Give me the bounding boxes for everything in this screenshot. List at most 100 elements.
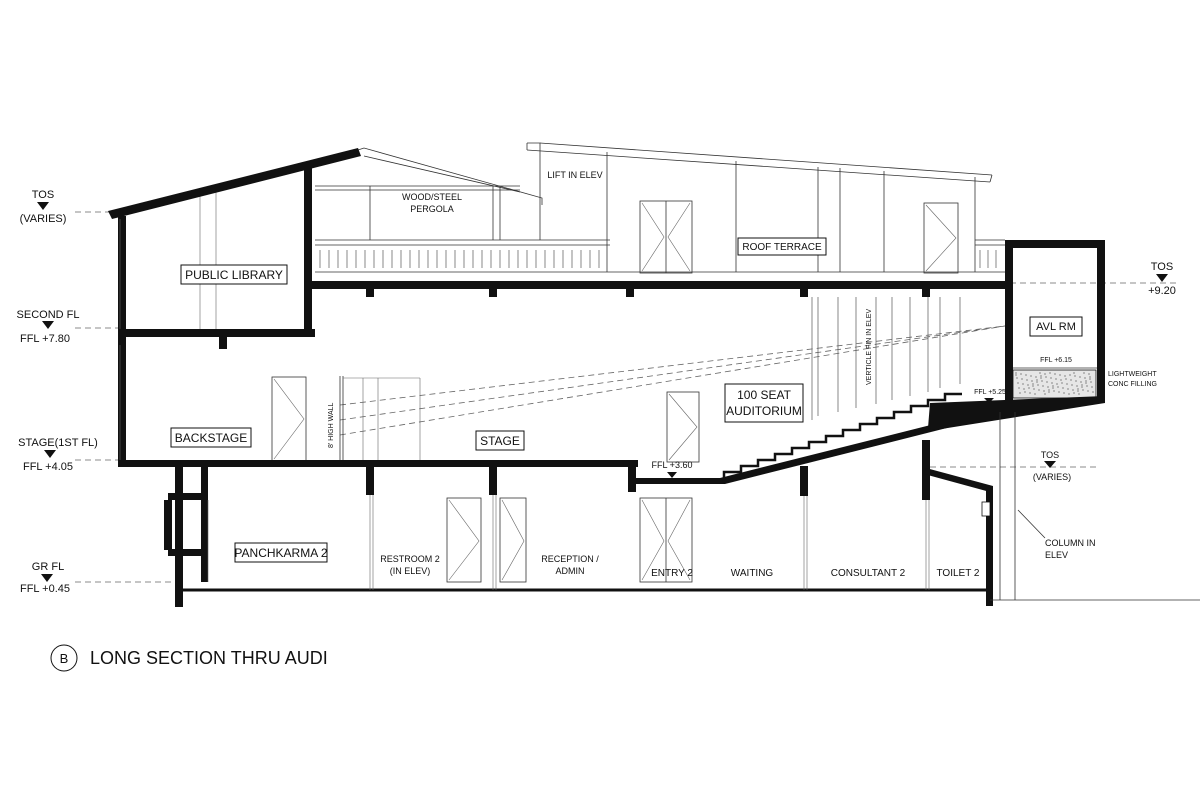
step-profile bbox=[722, 392, 962, 478]
stipple-dot bbox=[1041, 380, 1043, 382]
stipple-dot bbox=[1027, 384, 1029, 386]
level-value: FFL +4.05 bbox=[23, 461, 73, 473]
stipple-dot bbox=[1077, 388, 1079, 390]
stipple-dot bbox=[1042, 385, 1044, 387]
stipple-dot bbox=[1091, 386, 1093, 388]
svg-text:BACKSTAGE: BACKSTAGE bbox=[175, 431, 247, 445]
stipple-dot bbox=[1048, 389, 1050, 391]
level-marker-second-fl: SECOND FL FFL +7.80 bbox=[17, 309, 80, 345]
ffl-615-marker: FFL +6.15 bbox=[1013, 357, 1097, 369]
doors bbox=[271, 200, 959, 583]
level-name: STAGE(1ST FL) bbox=[18, 437, 98, 449]
stipple-dot bbox=[1045, 376, 1047, 378]
stipple-dot bbox=[1043, 390, 1045, 392]
level-value: (VARIES) bbox=[1033, 472, 1071, 482]
stipple-dot bbox=[1074, 375, 1076, 377]
stipple-dot bbox=[1061, 382, 1063, 384]
lightweight-fill bbox=[1012, 369, 1097, 399]
ffl-525-marker: FFL +5.25 bbox=[974, 389, 1006, 403]
stipple-dot bbox=[1089, 378, 1091, 380]
level-triangle-icon bbox=[667, 472, 677, 478]
door-restroom bbox=[446, 497, 482, 583]
stipple-dot bbox=[1049, 372, 1051, 374]
stipple-dot bbox=[1024, 391, 1026, 393]
level-triangle-icon bbox=[984, 398, 994, 403]
svg-text:FFL +5.25: FFL +5.25 bbox=[974, 389, 1006, 396]
stipple-dot bbox=[1055, 378, 1057, 380]
door-backstage bbox=[271, 376, 307, 462]
stipple-dot bbox=[1052, 387, 1054, 389]
waiting-label: WAITING bbox=[731, 568, 774, 579]
stipple-dot bbox=[1033, 388, 1035, 390]
stipple-dot bbox=[1028, 387, 1030, 389]
stipple-dot bbox=[1023, 388, 1025, 390]
level-marker-tos-right-bottom: TOS (VARIES) bbox=[1033, 450, 1071, 482]
column-marker bbox=[981, 501, 1046, 539]
room-stage: STAGE bbox=[475, 430, 525, 451]
svg-text:AUDITORIUM: AUDITORIUM bbox=[726, 404, 802, 418]
stipple-dot bbox=[1058, 391, 1060, 393]
restroom-label-2: (IN ELEV) bbox=[390, 566, 431, 576]
level-marker-tos-right-top: TOS +9.20 bbox=[1148, 261, 1176, 297]
stipple-dot bbox=[1083, 372, 1085, 374]
stipple-dot bbox=[1040, 375, 1042, 377]
stipple-dot bbox=[1050, 377, 1052, 379]
door-roof-1 bbox=[639, 200, 693, 274]
stipple-dot bbox=[1080, 381, 1082, 383]
column-label-2: ELEV bbox=[1045, 550, 1068, 560]
stipple-dot bbox=[1078, 393, 1080, 395]
vertical-fins bbox=[811, 297, 961, 420]
stipple-dot bbox=[1038, 389, 1040, 391]
lightweight-label-1: LIGHTWEIGHT bbox=[1108, 371, 1157, 378]
roof-terrace-railing bbox=[319, 250, 997, 268]
level-name: TOS bbox=[1151, 261, 1173, 273]
stipple-dot bbox=[1081, 384, 1083, 386]
stipple-dot bbox=[1036, 379, 1038, 381]
level-name: SECOND FL bbox=[17, 309, 80, 321]
stipple-dot bbox=[1071, 384, 1073, 386]
section-bubble bbox=[50, 644, 78, 672]
stipple-dot bbox=[1085, 380, 1087, 382]
entry-label: ENTRY 2 bbox=[651, 568, 693, 579]
room-avl: AVL RM bbox=[1029, 316, 1083, 337]
column-label-1: COLUMN IN bbox=[1045, 538, 1096, 548]
reception-label-1: RECEPTION / bbox=[541, 554, 599, 564]
stipple-dot bbox=[1054, 373, 1056, 375]
stipple-dot bbox=[1059, 374, 1061, 376]
stipple-dot bbox=[1090, 381, 1092, 383]
toilet-label: TOILET 2 bbox=[937, 568, 980, 579]
stipple-dot bbox=[1044, 393, 1046, 395]
stipple-dot bbox=[1077, 390, 1079, 392]
door-auditorium bbox=[666, 391, 700, 463]
stipple-dot bbox=[1046, 381, 1048, 383]
svg-text:PUBLIC LIBRARY: PUBLIC LIBRARY bbox=[185, 268, 283, 282]
room-panchkarma: PANCHKARMA 2 bbox=[234, 542, 328, 563]
stipple-dot bbox=[1021, 378, 1023, 380]
stipple-dot bbox=[1075, 380, 1077, 382]
stipple-dot bbox=[1039, 372, 1041, 374]
svg-text:STAGE: STAGE bbox=[480, 434, 520, 448]
level-marker-tos-left: TOS (VARIES) bbox=[20, 189, 67, 225]
level-marker-gr-fl: GR FL FFL +0.45 bbox=[20, 561, 70, 595]
stipple-dot bbox=[1087, 390, 1089, 392]
fin-label: VERTICLE FIN IN ELEV bbox=[866, 309, 873, 385]
lift-label: LIFT IN ELEV bbox=[547, 170, 602, 180]
stipple-dot bbox=[1057, 386, 1059, 388]
stipple-dot bbox=[1073, 392, 1075, 394]
stipple-dot bbox=[1085, 382, 1087, 384]
stipple-dot bbox=[1044, 373, 1046, 375]
stipple-dot bbox=[1034, 393, 1036, 395]
lightweight-label-2: CONC FILLING bbox=[1108, 381, 1157, 388]
level-triangle-icon bbox=[1156, 274, 1168, 282]
stipple-dot bbox=[1068, 393, 1070, 395]
level-triangle-icon bbox=[37, 202, 49, 210]
level-triangle-icon bbox=[42, 321, 54, 329]
stipple-dot bbox=[1076, 385, 1078, 387]
stipple-dot bbox=[1032, 383, 1034, 385]
stipple-dot bbox=[1079, 376, 1081, 378]
svg-text:100 SEAT: 100 SEAT bbox=[737, 388, 791, 402]
section-cut-structure bbox=[108, 148, 1200, 607]
level-triangle-icon bbox=[1044, 461, 1056, 468]
